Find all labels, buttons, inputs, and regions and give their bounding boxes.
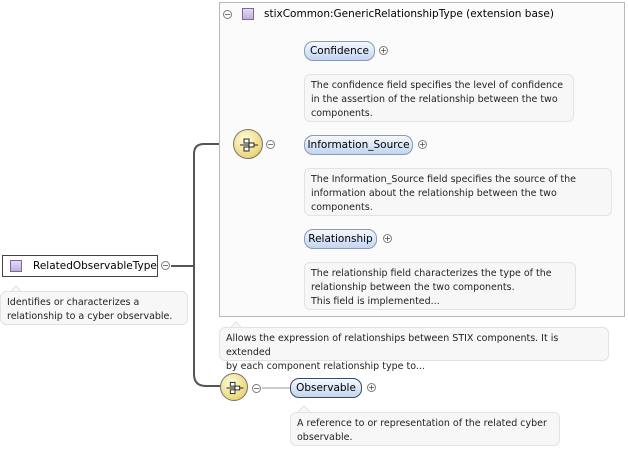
element-information-source[interactable]: Information_Source — [304, 135, 413, 155]
expand-symbol: + — [368, 383, 375, 392]
collapse-symbol: − — [224, 10, 231, 19]
root-collapse-icon[interactable]: − — [161, 261, 170, 270]
extension-title: stixCommon:GenericRelationshipType (exte… — [264, 8, 554, 20]
observable-expand-icon[interactable]: + — [367, 383, 376, 392]
root-annotation: Identifies or characterizes a relationsh… — [0, 291, 188, 325]
confidence-expand-icon[interactable]: + — [379, 46, 388, 55]
observable-annotation: A reference to or representation of the … — [290, 412, 560, 446]
collapse-symbol: − — [253, 384, 260, 393]
element-relationship[interactable]: Relationship — [304, 229, 377, 249]
confidence-annotation: The confidence field specifies the level… — [304, 74, 574, 122]
sequence-glyph — [240, 138, 258, 152]
relationship-expand-icon[interactable]: + — [383, 234, 392, 243]
complex-type-icon — [10, 260, 22, 272]
sequence-compositor-icon[interactable] — [233, 129, 263, 159]
sequence-collapse-icon[interactable]: − — [266, 140, 275, 149]
information-source-annotation: The Information_Source field specifies t… — [304, 168, 612, 216]
collapse-symbol: − — [162, 261, 169, 270]
root-element-related-observable-type[interactable]: RelatedObservableType — [2, 255, 158, 277]
extension-annotation: Allows the expression of relationships b… — [219, 327, 609, 372]
expand-symbol: + — [419, 140, 426, 149]
information-source-expand-icon[interactable]: + — [418, 140, 427, 149]
expand-symbol: + — [380, 46, 387, 55]
element-confidence[interactable]: Confidence — [304, 41, 375, 61]
element-observable[interactable]: Observable — [290, 378, 362, 398]
extension-collapse-icon[interactable]: − — [223, 10, 232, 19]
relationship-annotation: The relationship field characterizes the… — [304, 262, 576, 310]
root-element-label: RelatedObservableType — [33, 260, 157, 272]
sequence-glyph — [226, 381, 244, 395]
complex-type-icon — [242, 8, 254, 20]
expand-symbol: + — [384, 234, 391, 243]
collapse-symbol: − — [267, 140, 274, 149]
sequence-compositor-icon[interactable] — [220, 373, 248, 401]
sequence-collapse-icon[interactable]: − — [252, 384, 261, 393]
